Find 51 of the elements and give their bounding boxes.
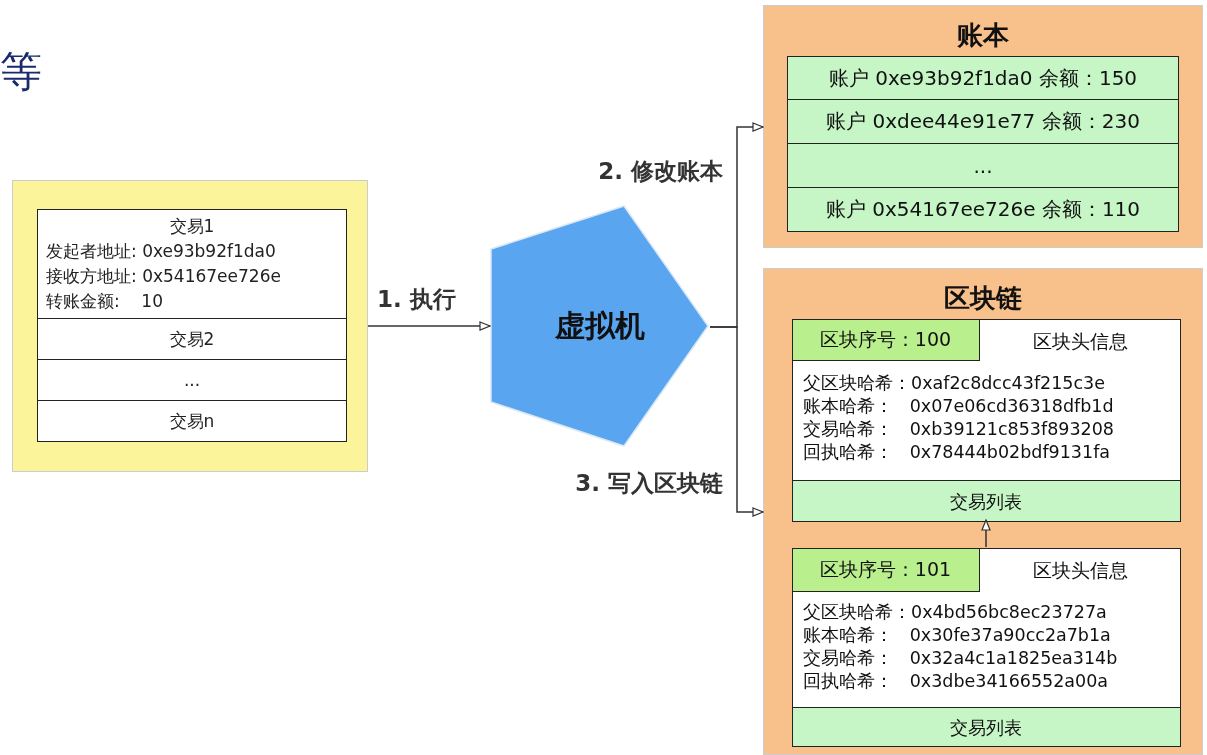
account-row — [787, 100, 1179, 144]
panel-title: 账本 — [957, 19, 1009, 52]
node-text: 发起者地址: 0xe93b92f1da0 — [46, 240, 277, 263]
node-text: 账户 0xdee44e91e77 余额：230 — [826, 108, 1140, 135]
edge-label: 3. 写入区块链 — [573, 468, 725, 499]
node-text: 交易2 — [169, 327, 215, 351]
node-text: ... — [973, 153, 993, 178]
node-text: 交易列表 — [950, 489, 1022, 513]
block-number-tag — [791, 318, 980, 361]
node-text: 账户 0x54167ee726e 余额：110 — [825, 196, 1141, 223]
transaction-row — [37, 401, 347, 442]
node-text: 区块序号：101 — [819, 558, 952, 581]
transaction-row — [37, 319, 347, 360]
transaction-panel — [12, 180, 368, 472]
arrow — [709, 326, 764, 517]
hash-line: 交易哈希： 0x32a4c1a1825ea314b — [803, 647, 1119, 670]
transaction-list-row — [791, 480, 1181, 522]
hash-line: 回执哈希： 0x3dbe34166552a00a — [803, 670, 1110, 693]
node-text: 交易1 — [168, 215, 216, 238]
node-text: 转账金额: 10 — [46, 290, 164, 313]
block-header-label: 区块头信息 — [1033, 330, 1128, 353]
pentagon-node — [490, 205, 710, 448]
hash-line: 回执哈希： 0x78444b02bdf9131fa — [803, 441, 1112, 464]
panel — [763, 268, 1203, 755]
slide-text: 等 — [0, 46, 42, 98]
arrow — [367, 321, 491, 331]
hash-line: 交易哈希： 0xb39121c853f893208 — [803, 418, 1115, 441]
node-text: 交易列表 — [950, 715, 1022, 739]
account-row — [787, 188, 1179, 232]
panel-title: 区块链 — [944, 282, 1022, 315]
block-card — [792, 319, 1181, 521]
hash-line: 账本哈希： 0x30fe37a90cc2a7b1a — [803, 624, 1112, 647]
node-text: 接收方地址: 0x54167ee726e — [46, 265, 282, 288]
transaction-list-row — [791, 707, 1181, 747]
block-header-label: 区块头信息 — [1033, 559, 1128, 582]
hash-line: 父区块哈希：0xaf2c8dcc43f215c3e — [803, 372, 1106, 395]
arrow — [981, 519, 991, 548]
block-card — [792, 548, 1181, 746]
account-row — [787, 56, 1179, 100]
node-text: 区块序号：100 — [819, 328, 952, 351]
transaction-row — [37, 360, 347, 401]
panel — [763, 5, 1203, 248]
node-text: ... — [183, 370, 201, 390]
hash-line: 父区块哈希：0x4bd56bc8ec23727a — [803, 601, 1108, 624]
node-text: 交易n — [169, 409, 215, 433]
node-text: 虚拟机 — [555, 307, 645, 345]
hash-line: 账本哈希： 0x07e06cd36318dfb1d — [803, 395, 1115, 418]
account-row — [787, 144, 1179, 188]
transaction-row — [37, 209, 347, 319]
block-number-tag — [791, 547, 980, 592]
node-text: 账户 0xe93b92f1da0 余额：150 — [828, 64, 1138, 92]
